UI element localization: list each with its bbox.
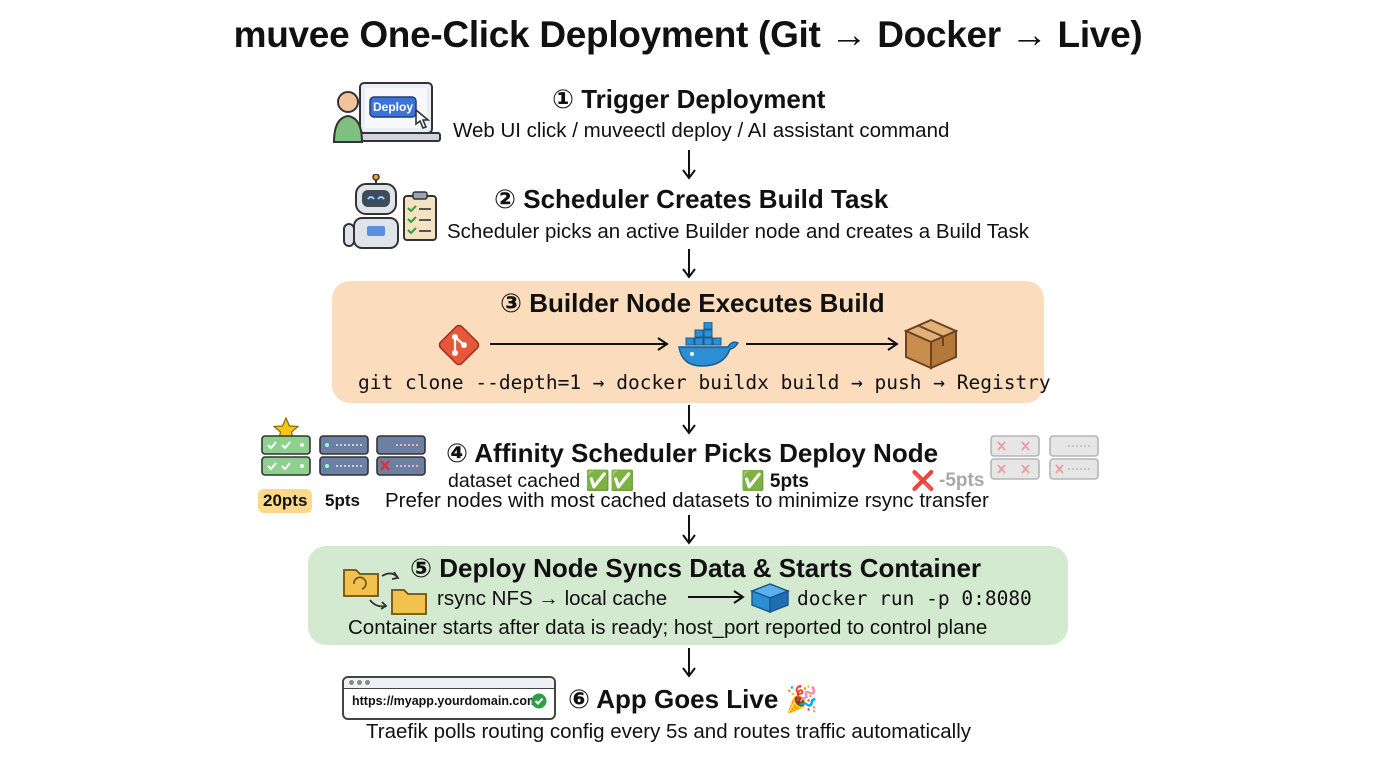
score-badge-20: 20pts [258, 489, 313, 513]
step-1-heading: ① Trigger Deployment [552, 84, 826, 114]
step-4-heading: ④ Affinity Scheduler Picks Deploy Node [446, 438, 939, 468]
check-circle-icon [531, 693, 547, 709]
arrow-down-icon [682, 648, 696, 678]
docker-whale-icon [678, 322, 740, 367]
step-6-heading: ⑥ App Goes Live 🎉 [568, 684, 818, 714]
arrow-right-icon [746, 337, 899, 351]
folder-sync-icon [343, 569, 427, 615]
browser-url-icon: https://myapp.yourdomain.com [342, 676, 556, 720]
step-5-heading: ⑤ Deploy Node Syncs Data & Starts Contai… [410, 553, 982, 583]
browser-toolbar [344, 678, 554, 689]
docker-run-command: docker run -p 0:8080 [797, 587, 1032, 610]
server-stack-icon [990, 435, 1099, 480]
build-command: git clone --depth=1 → docker buildx buil… [358, 371, 1051, 394]
step-6-subtitle: Traefik polls routing config every 5s an… [366, 720, 972, 743]
package-box-icon [904, 318, 958, 370]
rsync-label: rsync NFS → local cache [437, 587, 668, 610]
step-5-subtitle: Container starts after data is ready; ho… [348, 616, 988, 639]
server-stack-icon [261, 416, 426, 476]
cross-icon: ❌ [911, 471, 935, 492]
score-label-5: 5pts [325, 491, 360, 510]
url-text: https://myapp.yourdomain.com [352, 694, 539, 708]
mid-node-score: ✅ 5pts [741, 471, 810, 492]
dataset-cached-label: dataset cached ✅✅ [448, 470, 635, 492]
arrow-down-icon [682, 249, 696, 279]
step-2-heading: ② Scheduler Creates Build Task [494, 184, 889, 214]
git-icon [438, 324, 480, 366]
step-4-subtitle: Prefer nodes with most cached datasets t… [385, 489, 989, 512]
arrow-down-icon [682, 405, 696, 435]
container-icon [750, 583, 790, 614]
robot-clipboard-icon [342, 173, 442, 254]
negative-node-score: -5pts [939, 470, 985, 491]
arrow-down-icon [682, 150, 696, 180]
step-1-subtitle: Web UI click / muveectl deploy / AI assi… [453, 119, 950, 142]
page-title: muvee One-Click Deployment (Git → Docker… [233, 14, 1143, 55]
deploy-panel [308, 546, 1068, 645]
arrow-right-icon [688, 590, 745, 604]
step-2-subtitle: Scheduler picks an active Builder node a… [447, 220, 1029, 243]
arrow-right-icon [490, 337, 669, 351]
user-laptop-icon [332, 80, 442, 150]
arrow-down-icon [682, 515, 696, 545]
step-3-heading: ③ Builder Node Executes Build [500, 288, 885, 318]
deploy-button-label: Deploy [372, 100, 413, 114]
